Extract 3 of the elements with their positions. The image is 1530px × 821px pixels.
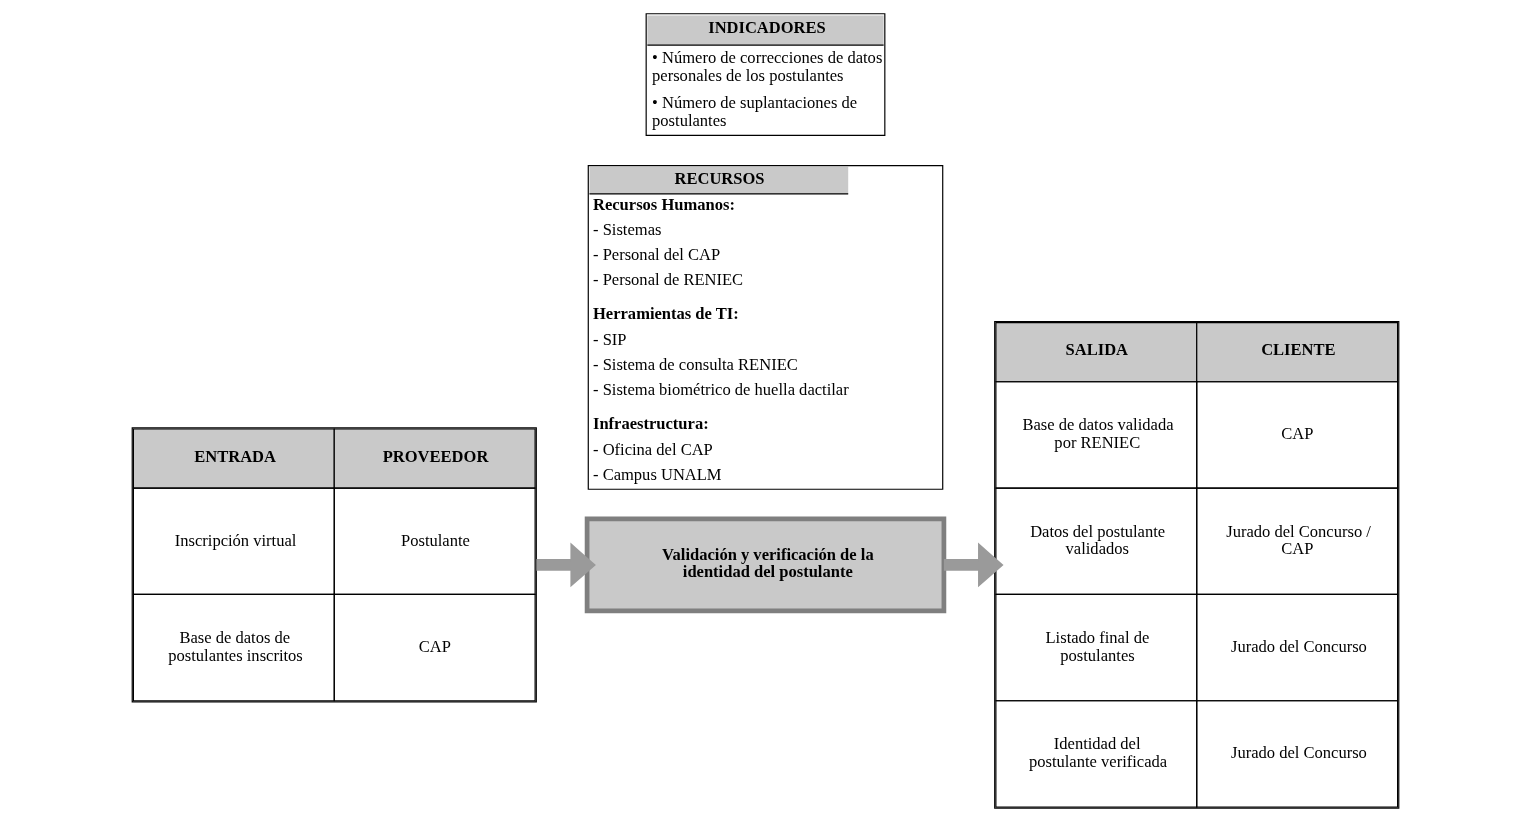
- node-box: Validación y verificación de la identidad del postulante: [584, 515, 946, 613]
- arrow: [943, 542, 1004, 587]
- arrow: [535, 542, 596, 587]
